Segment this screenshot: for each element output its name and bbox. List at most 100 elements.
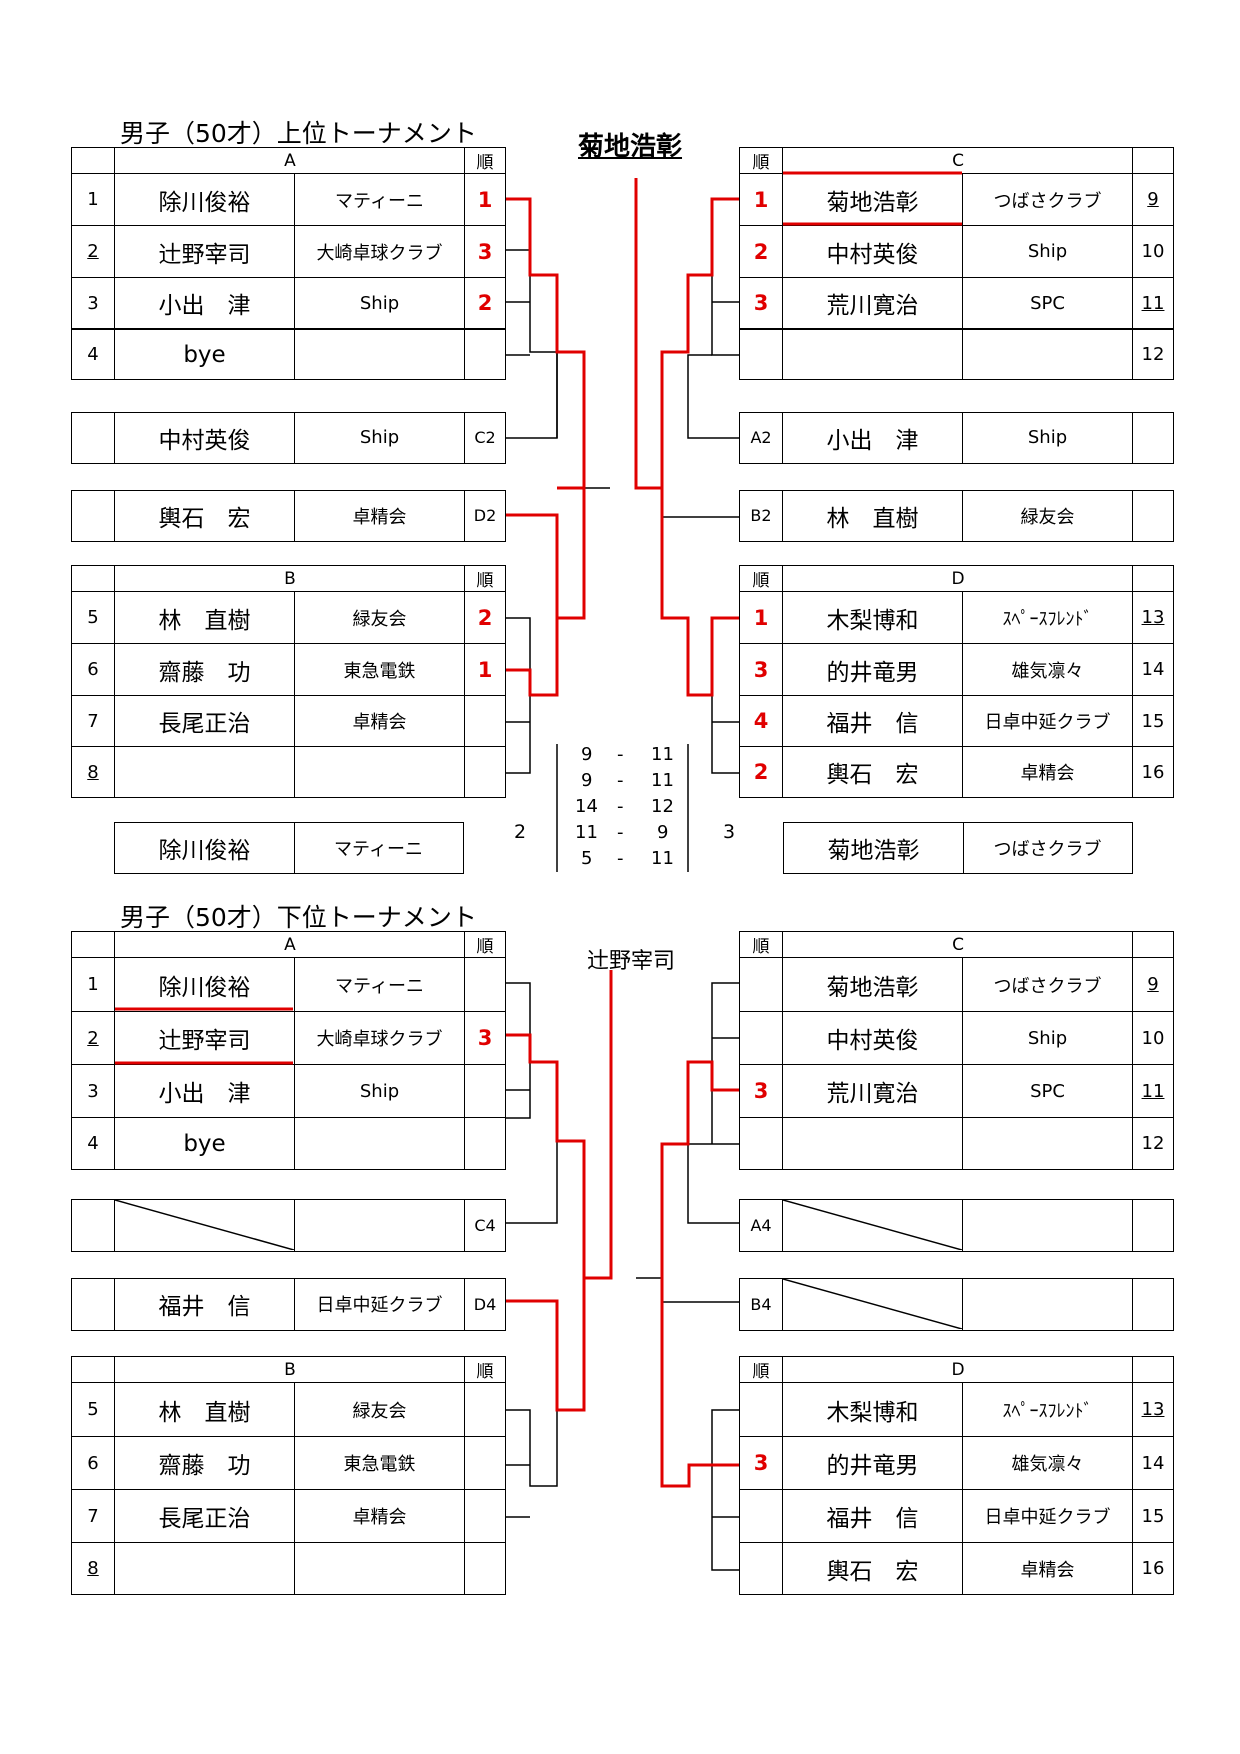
player-name: 荒川寛治	[826, 1081, 919, 1107]
game-score-left: 11	[575, 822, 598, 843]
upper-seed-left-c2: 中村英俊 Ship C2	[71, 412, 506, 464]
upper-group-b-table: B 順 5 林 直樹 緑友会 2 6 齋藤 功 東急電鉄 1 7 長尾正治 卓精…	[71, 565, 506, 798]
club-name: つばさクラブ	[993, 838, 1102, 860]
entry-number: 15	[1141, 1505, 1165, 1527]
player-name: 林 直樹	[158, 607, 251, 634]
club-name: 卓精会	[352, 506, 407, 528]
club-name: 日卓中延クラブ	[984, 1507, 1111, 1528]
club-name: 雄気凛々	[1011, 660, 1084, 682]
player-name: 林 直樹	[826, 505, 919, 532]
game-score-right: 11	[651, 744, 674, 765]
player-name: 小出 津	[158, 293, 251, 319]
player-name: 福井 信	[826, 1506, 919, 1532]
seed-tag: D2	[473, 506, 497, 525]
game-score-left: 9	[581, 744, 593, 765]
player-name: 中村英俊	[826, 241, 919, 268]
rank: 3	[753, 657, 769, 682]
rank: 2	[753, 760, 769, 784]
entry-number: 3	[87, 292, 99, 314]
game-score-separator: -	[617, 744, 624, 765]
entry-number: 5	[87, 1399, 99, 1420]
rank-header: 順	[752, 1362, 770, 1382]
game-score-separator: -	[617, 796, 624, 817]
club-name: Ship	[1027, 427, 1068, 448]
club-name: 東急電鉄	[343, 660, 416, 682]
lower-group-d-table: 順 D 木梨博和 ｽﾍﾟｰｽﾌﾚﾝﾄﾞ 13 3 的井竜男 雄気凛々 14 福井…	[739, 1356, 1174, 1595]
rank: 2	[477, 605, 493, 630]
club-name: 卓精会	[1020, 763, 1075, 784]
game-score-left: 14	[575, 796, 598, 817]
entry-number: 15	[1141, 710, 1165, 732]
club-name: 大崎卓球クラブ	[316, 1029, 443, 1050]
empty-slot-diagonal	[115, 1200, 294, 1250]
upper-seed-right-a2: A2 小出 津 Ship	[739, 412, 1174, 464]
club-name: 日卓中延クラブ	[316, 1295, 443, 1316]
player-name: 除川俊裕	[158, 189, 251, 216]
entry-number: 13	[1141, 607, 1165, 628]
club-name: 卓精会	[1020, 1559, 1075, 1581]
entry-number: 10	[1141, 1027, 1165, 1049]
player-name: 菊地浩彰	[826, 974, 919, 1001]
rank: 2	[753, 239, 769, 264]
group-label: B	[284, 568, 296, 589]
club-name: 大崎卓球クラブ	[316, 242, 443, 264]
rank: 3	[753, 1451, 769, 1475]
game-score-separator: -	[617, 770, 624, 791]
upper-group-d-table: 順 D 1 木梨博和 ｽﾍﾟｰｽﾌﾚﾝﾄﾞ 13 3 的井竜男 雄気凛々 14 …	[739, 565, 1174, 798]
club-name: マティーニ	[334, 838, 423, 860]
entry-number: 2	[87, 241, 99, 262]
group-label: B	[284, 1359, 296, 1380]
entry-number: 8	[87, 761, 99, 783]
player-name: 辻野宰司	[158, 241, 251, 268]
game-score-right: 9	[657, 822, 669, 843]
player-name: 齋藤 功	[158, 659, 251, 686]
upper-final-right-player: 菊地浩彰 つばさクラブ	[783, 822, 1133, 874]
player-name: 中村英俊	[158, 427, 251, 454]
player-name: 辻野宰司	[158, 1028, 251, 1054]
game-score-right: 11	[651, 848, 674, 869]
player-name: 木梨博和	[826, 607, 919, 634]
rank-header: 順	[752, 571, 770, 591]
player-name: bye	[183, 1130, 226, 1157]
club-name: Ship	[1027, 1027, 1068, 1049]
lower-seed-left-c4: C4	[71, 1199, 506, 1252]
entry-number: 6	[87, 1452, 99, 1474]
entry-number: 1	[87, 974, 99, 995]
club-name: Ship	[359, 292, 400, 314]
player-name: 輿石 宏	[826, 1558, 919, 1585]
game-score-right: 11	[651, 770, 674, 791]
club-name: ｽﾍﾟｰｽﾌﾚﾝﾄﾞ	[1002, 1400, 1093, 1422]
player-name: 木梨博和	[826, 1399, 919, 1426]
entry-number: 7	[87, 1505, 99, 1527]
game-score-left: 5	[581, 848, 593, 869]
club-name: マティーニ	[335, 190, 424, 212]
seed-tag: B4	[750, 1294, 772, 1314]
group-label: D	[951, 1359, 965, 1380]
final-right-games: 3	[723, 821, 736, 843]
entry-number: 5	[87, 607, 99, 628]
entry-number: 14	[1141, 659, 1165, 680]
club-name: 緑友会	[352, 608, 407, 630]
club-name: ｽﾍﾟｰｽﾌﾚﾝﾄﾞ	[1002, 608, 1093, 630]
lower-group-a-table: A 順 1 除川俊裕 マティーニ 2 辻野宰司 大崎卓球クラブ 3 3 小出 津…	[71, 931, 506, 1170]
rank-header: 順	[476, 571, 494, 591]
player-name: 輿石 宏	[158, 505, 251, 532]
lower-seed-left-d4: 福井 信 日卓中延クラブ D4	[71, 1278, 506, 1331]
seed-tag: C2	[474, 428, 496, 447]
player-name: 除川俊裕	[158, 837, 251, 864]
upper-group-a-table: A 順 1 除川俊裕 マティーニ 1 2 辻野宰司 大崎卓球クラブ 3 3 小出…	[71, 147, 506, 380]
entry-number: 16	[1141, 761, 1165, 783]
club-name: Ship	[359, 1080, 400, 1102]
upper-seed-left-d2: 輿石 宏 卓精会 D2	[71, 490, 506, 542]
player-name: 除川俊裕	[158, 974, 251, 1001]
club-name: マティーニ	[335, 975, 424, 997]
club-name: 日卓中延クラブ	[984, 712, 1111, 733]
rank-header: 順	[476, 937, 494, 957]
lower-group-c-table: 順 C 菊地浩彰 つばさクラブ 9 中村英俊 Ship 10 3 荒川寛治 SP…	[739, 931, 1174, 1170]
player-name: 齋藤 功	[158, 1453, 251, 1479]
entry-number: 11	[1141, 1080, 1165, 1102]
lower-seed-right-a4: A4	[739, 1199, 1174, 1252]
rank-header: 順	[752, 937, 770, 957]
seed-tag: B2	[750, 506, 772, 525]
